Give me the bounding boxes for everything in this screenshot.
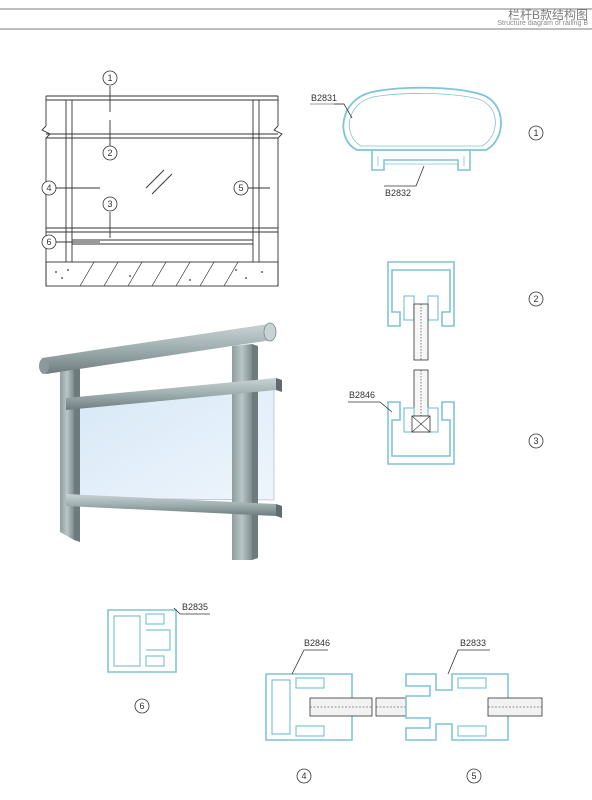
code-B2835: B2835: [182, 602, 208, 612]
section-4-profile: B2846 4: [265, 638, 373, 784]
section-number-4: 4: [301, 771, 306, 781]
callout-5: 5: [233, 180, 249, 196]
section-1-profile: B2831 B2832 1: [310, 86, 544, 198]
code-B2833: B2833: [460, 638, 486, 648]
svg-text:6: 6: [46, 237, 51, 247]
section-5-profile: B2833 5: [375, 638, 543, 784]
railing-3d-render: [39, 322, 282, 560]
code-B2846-section4: B2846: [304, 638, 330, 648]
svg-text:2: 2: [107, 148, 112, 158]
code-B2831: B2831: [311, 93, 337, 103]
svg-text:1: 1: [107, 73, 112, 83]
elevation-drawing: [41, 86, 283, 287]
svg-text:4: 4: [46, 183, 51, 193]
section-3-profile: B2846 3: [348, 369, 544, 465]
section-number-2: 2: [533, 294, 538, 304]
code-B2846: B2846: [349, 390, 375, 400]
callout-2: 2: [102, 145, 118, 161]
callout-3: 3: [102, 196, 118, 212]
callout-1: 1: [102, 70, 118, 86]
section-2-profile: 2: [387, 261, 544, 361]
svg-text:5: 5: [238, 183, 243, 193]
section-6-profile: B2835 6: [107, 602, 210, 714]
code-B2832: B2832: [385, 188, 411, 198]
callout-4: 4: [41, 180, 57, 196]
page-title: 栏杆B款结构图: [507, 8, 588, 22]
callout-6: 6: [41, 234, 57, 250]
page-subtitle: Structure diagram of railing B: [497, 20, 588, 27]
svg-text:3: 3: [107, 199, 112, 209]
section-number-6: 6: [139, 701, 144, 711]
section-number-5: 5: [471, 771, 476, 781]
section-number-3: 3: [533, 436, 538, 446]
section-number-1: 1: [533, 128, 538, 138]
